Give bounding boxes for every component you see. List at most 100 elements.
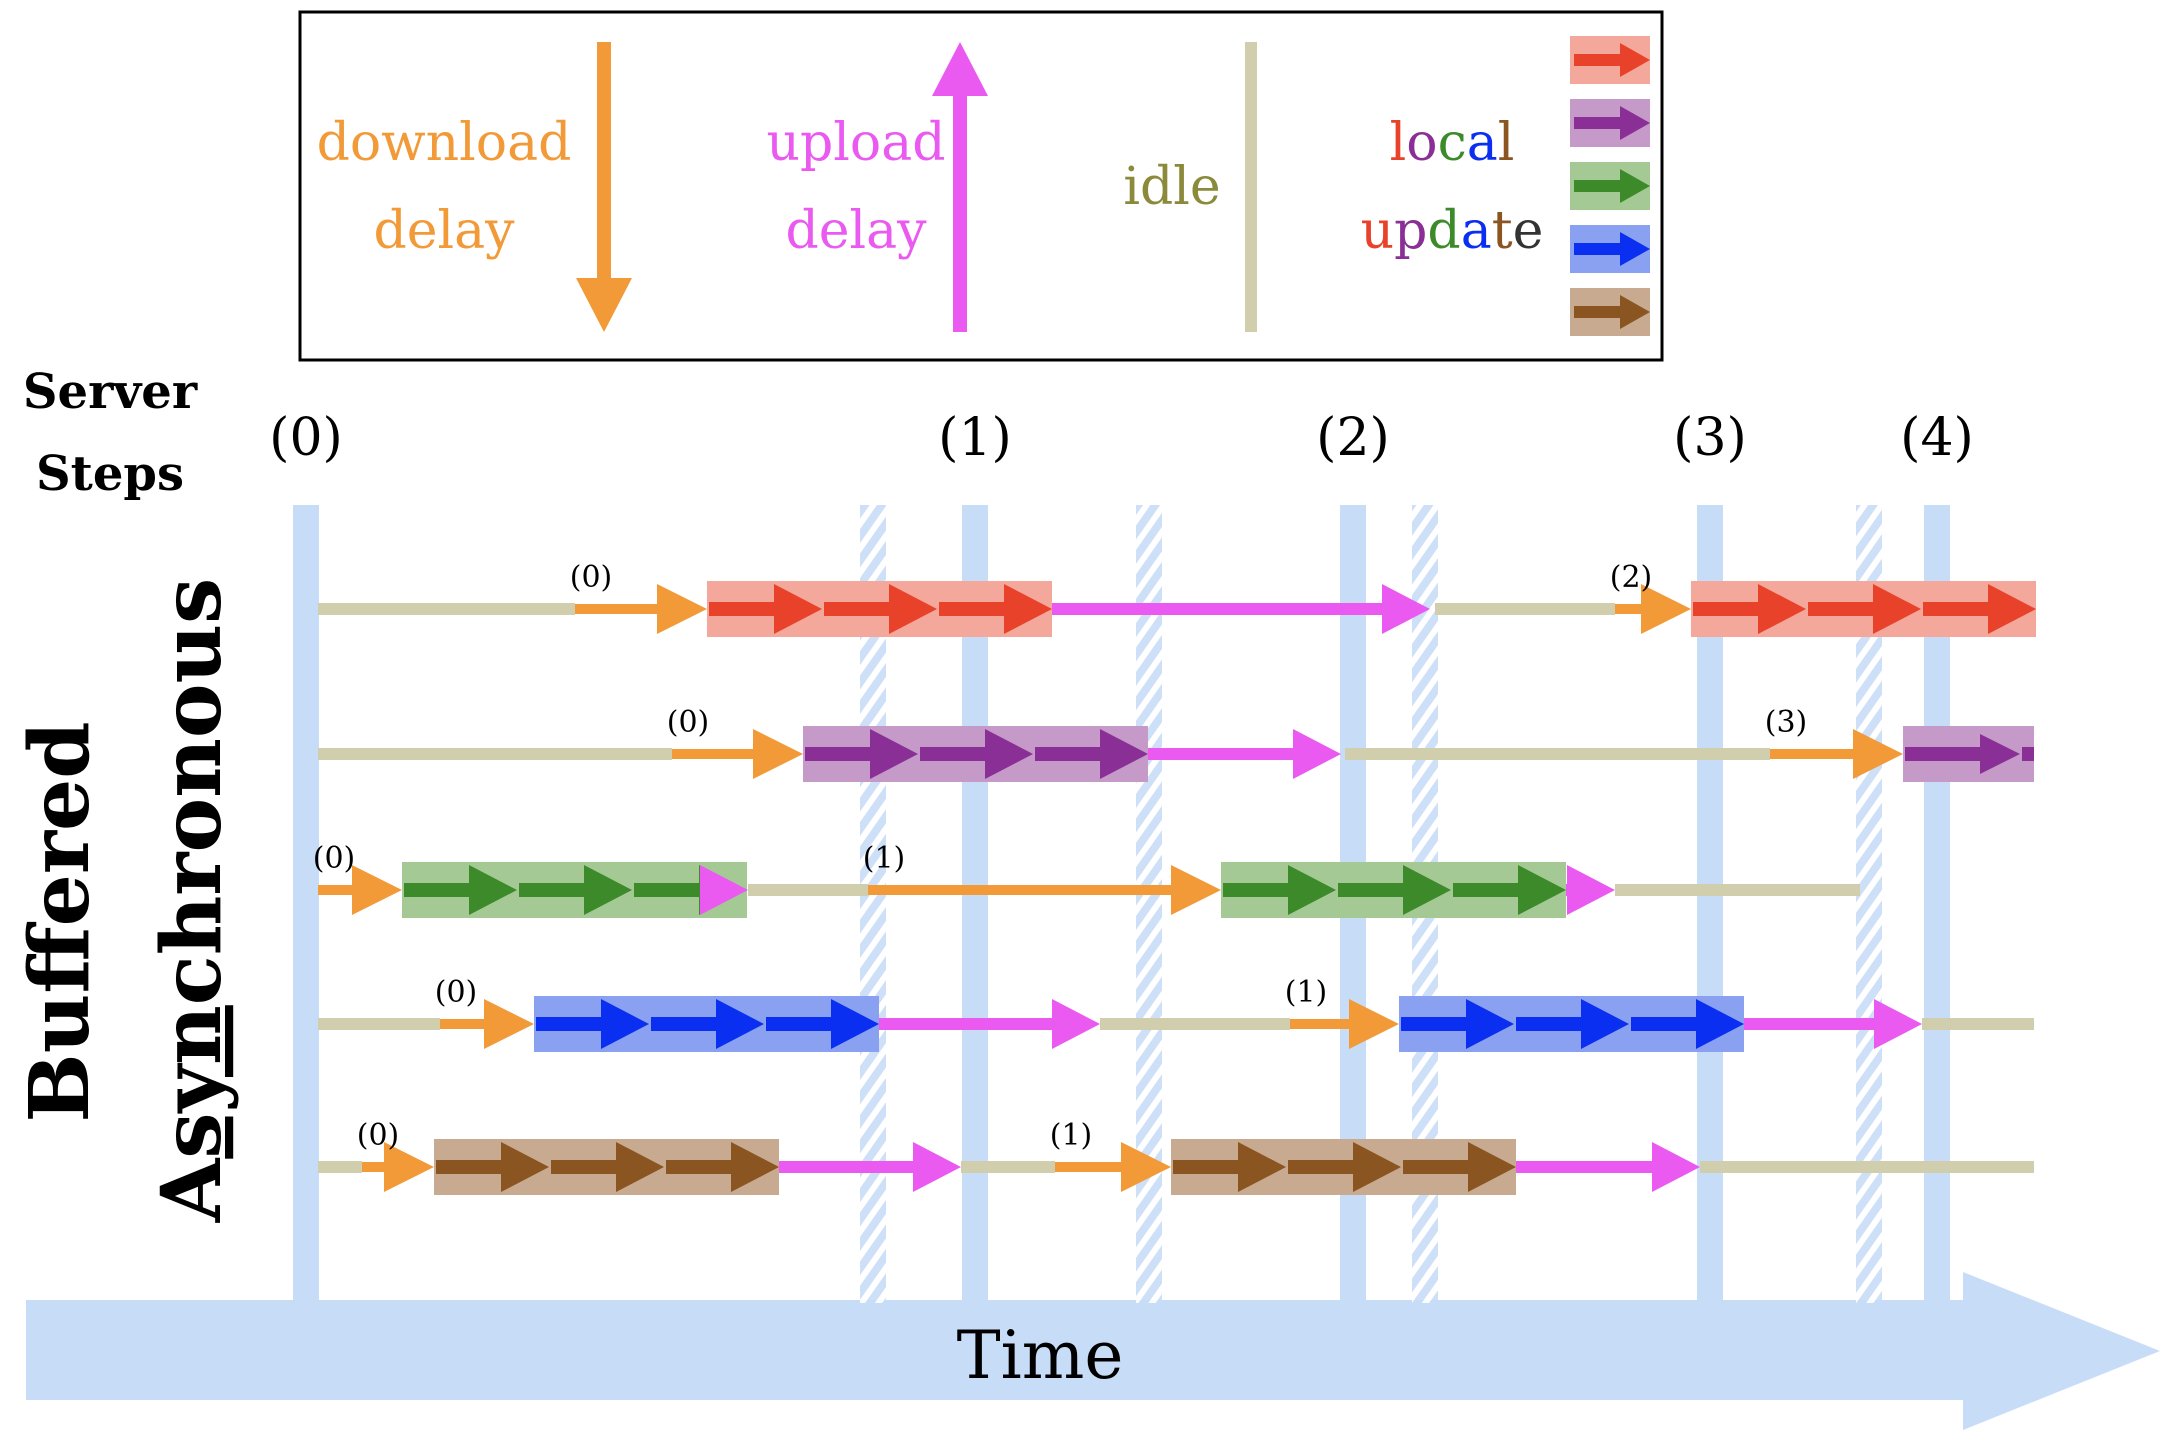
local-update-block [402, 862, 747, 918]
local-step-arrow-icon [766, 999, 879, 1049]
idle-segment [1615, 884, 1860, 896]
server-step-label-0: (0) [269, 408, 343, 468]
local-step-arrow-icon [709, 584, 822, 634]
update-letter-t: t [1492, 201, 1513, 261]
server-step-label-4: (4) [1900, 408, 1974, 468]
update-letter-p: p [1394, 201, 1427, 261]
idle-segment [318, 1161, 362, 1173]
local-step-arrow-icon [404, 865, 517, 915]
download-arrow-icon [868, 865, 1221, 915]
download-arrow-icon [1290, 999, 1399, 1049]
upload-arrow-icon [779, 1142, 961, 1192]
download-arrow-icon [1770, 729, 1903, 779]
idle-segment [961, 1161, 1055, 1173]
local-step-arrow-icon [1223, 865, 1336, 915]
time-axis-shaft [26, 1300, 1966, 1400]
download-version-label: (1) [1285, 975, 1328, 1010]
idle-segment [318, 748, 672, 760]
local-step-arrow-icon [651, 999, 764, 1049]
local-update-block [1691, 581, 2036, 637]
download-arrow-icon [1615, 584, 1691, 634]
local-letter-o: o [1406, 113, 1437, 173]
local-letter-l2: l [1498, 113, 1515, 173]
local-step-arrow-icon [1401, 999, 1514, 1049]
local-step-arrow-icon [519, 865, 632, 915]
local-step-arrow-icon [805, 729, 918, 779]
local-step-arrow-icon [666, 1142, 779, 1192]
upload-arrow-icon [700, 865, 748, 915]
upload-arrow-icon [1744, 999, 1922, 1049]
local-update-swatch-2 [1570, 99, 1650, 147]
local-update-block [1171, 1139, 1516, 1195]
legend-download-label-line1: download [317, 113, 572, 173]
server-step-label-2: (2) [1316, 408, 1390, 468]
idle-segment [1100, 1018, 1290, 1030]
upload-arrow-icon [879, 999, 1100, 1049]
client-row-3: (0)(1) [313, 841, 1860, 918]
local-step-arrow-icon [551, 1142, 664, 1192]
asynchronous-underlined: syn [144, 1005, 240, 1158]
local-step-arrow-icon [1808, 584, 1921, 634]
idle-segment [1922, 1018, 2034, 1030]
legend: download delay upload delay idle local u… [298, 10, 1664, 362]
asynchronous-suffix: chronous [144, 578, 240, 1006]
local-update-block [803, 726, 1148, 782]
legend-upload-label-line1: upload [766, 113, 945, 173]
local-update-swatches [1570, 36, 1650, 336]
idle-segment [318, 603, 575, 615]
swatch-arrow-icon [1574, 169, 1650, 203]
client-row-2: (0)(3) [318, 705, 2034, 782]
time-axis-label: Time [957, 1317, 1124, 1394]
local-letter-c: c [1438, 113, 1467, 173]
swatch-arrow-icon [1574, 232, 1650, 266]
legend-update-label: update [1361, 201, 1544, 261]
client-row-4: (0) (1) [318, 975, 2034, 1052]
method-title: Buffered Asynchronous [12, 578, 240, 1224]
local-update-block [1399, 996, 1744, 1052]
update-letter-u: u [1361, 201, 1395, 261]
download-arrow-icon [575, 584, 707, 634]
idle-line-icon [1245, 42, 1257, 332]
swatch-arrow-icon [1574, 106, 1650, 140]
download-version-label: (0) [667, 705, 710, 740]
idle-segment [748, 884, 868, 896]
local-step-arrow-icon [1923, 584, 2036, 634]
download-version-label: (0) [435, 975, 478, 1010]
legend-upload-label-line2: delay [785, 201, 927, 261]
local-step-arrow-icon [920, 729, 1033, 779]
local-update-block [534, 996, 879, 1052]
idle-segment [1700, 1161, 2034, 1173]
download-arrow-icon [318, 865, 402, 915]
download-arrow-icon [1055, 1142, 1171, 1192]
update-letter-e: e [1513, 201, 1544, 261]
local-update-block [434, 1139, 779, 1195]
local-step-arrow-icon [1403, 1142, 1516, 1192]
download-version-label: (1) [863, 841, 906, 876]
update-letter-a: a [1461, 201, 1492, 261]
legend-local-label: local [1390, 113, 1515, 173]
idle-segment [1345, 748, 1770, 760]
local-step-arrow-icon [1173, 1142, 1286, 1192]
legend-frame [298, 10, 1664, 362]
server-step-label-3: (3) [1673, 408, 1747, 468]
time-axis-arrowhead [1963, 1272, 2160, 1430]
download-arrow-icon [672, 729, 803, 779]
pending-update-band [1136, 505, 1162, 1303]
download-version-label: (2) [1610, 560, 1653, 595]
server-step-label-1: (1) [938, 408, 1012, 468]
local-update-block [707, 581, 1052, 637]
local-step-arrow-icon [1288, 1142, 1401, 1192]
upload-arrow-icon [1052, 584, 1430, 634]
client-row-1: (0)(2) [318, 560, 2036, 637]
method-title-asynchronous: Asynchronous [144, 578, 240, 1224]
download-version-label: (1) [1050, 1118, 1093, 1153]
upload-arrow-icon [1516, 1142, 1700, 1192]
idle-segment [1435, 603, 1615, 615]
server-steps-label-line2: Steps [36, 446, 184, 502]
local-step-arrow-icon [939, 584, 1052, 634]
time-axis: Time [26, 1272, 2160, 1430]
idle-segment [318, 1018, 440, 1030]
server-step-band-0 [293, 505, 319, 1303]
swatch-arrow-icon [1574, 295, 1650, 329]
